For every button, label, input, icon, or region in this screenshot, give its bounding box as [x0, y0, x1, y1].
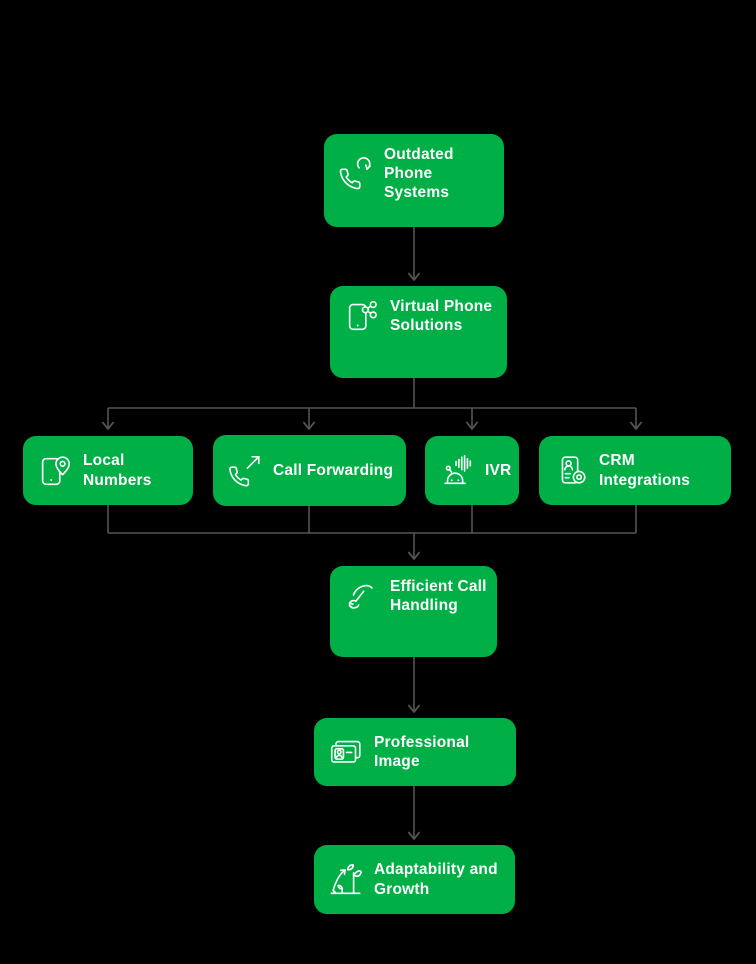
node-professional-image: Professional Image [314, 718, 516, 786]
growth-icon [327, 861, 365, 899]
node-adaptability-and-growth: Adaptability and Growth [314, 845, 515, 914]
node-call-forwarding: Call Forwarding [213, 435, 406, 506]
phone-refresh-icon [337, 155, 375, 193]
id-badge-icon [327, 733, 365, 771]
node-outdated-phone-systems: Outdated Phone Systems [324, 134, 504, 227]
node-label: Adaptability and Growth [374, 861, 498, 898]
node-label: Local Numbers [83, 452, 152, 489]
node-local-numbers: Local Numbers [23, 436, 193, 505]
phone-forward-icon [226, 452, 264, 490]
hand-dial-icon [343, 577, 381, 615]
node-label: IVR [485, 461, 512, 479]
node-label: Call Forwarding [273, 461, 394, 479]
voice-bot-icon [438, 452, 476, 490]
node-label: CRM Integrations [599, 452, 691, 489]
node-label: Outdated Phone Systems [384, 146, 454, 202]
node-ivr: IVR [425, 436, 519, 505]
node-label: Professional Image [374, 733, 470, 770]
node-efficient-call-handling: Efficient Call Handling [330, 566, 497, 657]
node-virtual-phone-solutions: Virtual Phone Solutions [330, 286, 507, 378]
contact-card-icon [552, 452, 590, 490]
node-label: Virtual Phone Solutions [390, 298, 493, 335]
node-label: Efficient Call Handling [390, 578, 487, 615]
node-crm-integrations: CRM Integrations [539, 436, 731, 505]
phone-location-icon [36, 452, 74, 490]
phone-network-icon [343, 297, 381, 335]
